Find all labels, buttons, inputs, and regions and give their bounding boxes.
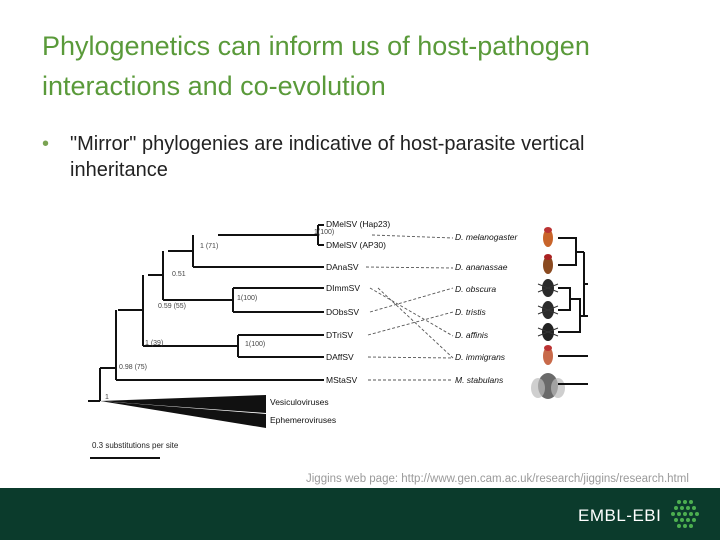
phylogeny-figure: 0.3 substitutions per site 1(100) 1 (71)… <box>88 219 588 459</box>
host-label: D. affinis <box>455 330 489 340</box>
fly-icon <box>543 227 553 247</box>
support-value: 1(100) <box>245 341 265 348</box>
support-value: 1 (39) <box>145 340 163 347</box>
virus-label: DMelSV (Hap23) <box>326 219 390 229</box>
virus-label: DAnaSV <box>326 262 359 272</box>
vesiculovirus-wedge <box>100 395 266 413</box>
host-label: D. obscura <box>455 284 496 294</box>
bullet-icon: • <box>42 133 50 155</box>
outgroup-label: Ephemeroviruses <box>270 415 336 425</box>
support-value: 0.98 (75) <box>119 364 147 371</box>
virus-label: DAffSV <box>326 352 354 362</box>
fly-icons <box>531 227 565 399</box>
virus-label: DTriSV <box>326 330 353 340</box>
slide-title: Phylogenetics can inform us of host-path… <box>42 31 590 101</box>
virus-tree <box>99 224 324 401</box>
virus-label: DMelSV (AP30) <box>326 240 386 250</box>
host-label: D. ananassae <box>455 262 508 272</box>
virus-label: DObsSV <box>326 307 359 317</box>
fly-icon <box>537 323 559 341</box>
fly-icon <box>543 345 553 365</box>
image-credit: Jiggins web page: http://www.gen.cam.ac.… <box>306 473 689 485</box>
host-label: M. stabulans <box>455 375 504 385</box>
bullet-text: "Mirror" phylogenies are indicative of h… <box>70 133 585 181</box>
host-label: D. melanogaster <box>455 232 519 242</box>
virus-label: MStaSV <box>326 375 358 385</box>
ephemerovirus-wedge <box>100 401 266 428</box>
outgroup-label: Vesiculoviruses <box>270 397 329 407</box>
host-tree <box>558 237 588 385</box>
support-value: 1(100) <box>314 229 334 236</box>
support-value: 1 <box>105 394 109 401</box>
support-value: 1(100) <box>237 295 257 302</box>
support-value: 0.51 <box>172 271 186 278</box>
support-value: 1 (71) <box>200 243 218 250</box>
embl-ebi-logo: EMBL-EBI <box>578 506 662 525</box>
scale-label: 0.3 substitutions per site <box>92 441 179 450</box>
fly-icon <box>537 279 559 297</box>
fly-icon <box>537 301 559 319</box>
hexagon-logo-icon <box>671 500 699 528</box>
host-label: D. tristis <box>455 307 486 317</box>
host-label: D. immigrans <box>455 352 506 362</box>
support-value: 0.59 (55) <box>158 303 186 310</box>
housefly-icon <box>531 373 565 399</box>
fly-icon <box>543 254 553 274</box>
footer-bar: EMBL-EBI <box>0 488 720 540</box>
virus-label: DImmSV <box>326 283 360 293</box>
cophylogeny-connectors <box>365 234 454 381</box>
